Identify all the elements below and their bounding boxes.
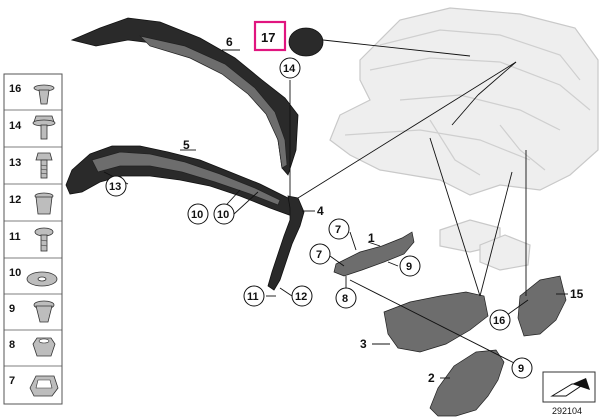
side-label-8: 8 <box>9 339 15 351</box>
side-label-16: 16 <box>9 83 21 95</box>
callout-15: 15 <box>570 287 584 301</box>
callout-4: 4 <box>317 204 324 218</box>
expanding-rivet-icon <box>33 84 55 105</box>
clip-nut-icon <box>33 300 55 323</box>
callout-9b: 9 <box>518 363 524 375</box>
expanding-nut-icon <box>34 192 54 215</box>
screw-icon <box>34 227 54 252</box>
callout-1: 1 <box>368 231 375 245</box>
side-label-11: 11 <box>9 231 21 243</box>
part-5-wheel-arch-liner <box>65 145 299 217</box>
part-2-lower-duct <box>429 349 505 417</box>
side-label-9: 9 <box>9 303 15 315</box>
callout-7a: 7 <box>335 224 341 236</box>
callout-6: 6 <box>226 35 233 49</box>
callout-10a: 10 <box>191 209 203 221</box>
callout-3: 3 <box>360 337 367 351</box>
side-label-12: 12 <box>9 194 21 206</box>
part-4-vertical-strut <box>267 195 305 291</box>
part-3-underbody-shield <box>383 291 489 353</box>
side-label-13: 13 <box>9 157 21 169</box>
reference-number: 292104 <box>552 406 582 416</box>
callout-9a: 9 <box>406 261 412 273</box>
hex-screw-icon <box>35 152 53 179</box>
callout-10b: 10 <box>217 209 229 221</box>
hardware-panel: 16 14 13 12 11 10 9 8 7 <box>3 73 63 405</box>
side-label-10: 10 <box>9 267 21 279</box>
arrow-head-icon <box>572 378 590 390</box>
leader-lines <box>103 39 568 379</box>
callout-17: 17 <box>261 30 275 45</box>
collar-screw-icon <box>32 115 56 140</box>
part-17-cover-cap <box>288 27 324 57</box>
callout-5: 5 <box>183 138 190 152</box>
callout-7b: 7 <box>316 249 322 261</box>
callout-2: 2 <box>428 371 435 385</box>
part-1-bracket <box>333 231 415 277</box>
front-frame-structure <box>329 7 599 271</box>
side-label-7: 7 <box>9 375 15 387</box>
part-6-inner-edge <box>138 35 288 169</box>
side-label-14: 14 <box>9 120 22 132</box>
callout-8: 8 <box>342 293 348 305</box>
part-5-inner-edge <box>91 151 281 206</box>
highlight-box-17 <box>253 20 287 52</box>
callout-12: 12 <box>295 291 307 303</box>
callout-11: 11 <box>247 291 259 303</box>
hex-nut-icon <box>32 337 56 357</box>
part-15-side-bracket <box>517 275 567 337</box>
callout-16: 16 <box>493 315 505 327</box>
reference-box: 292104 <box>542 371 596 416</box>
washer-icon <box>26 271 58 287</box>
callout-13: 13 <box>109 181 121 193</box>
callout-14: 14 <box>283 63 296 75</box>
spring-clip-icon <box>29 375 59 397</box>
